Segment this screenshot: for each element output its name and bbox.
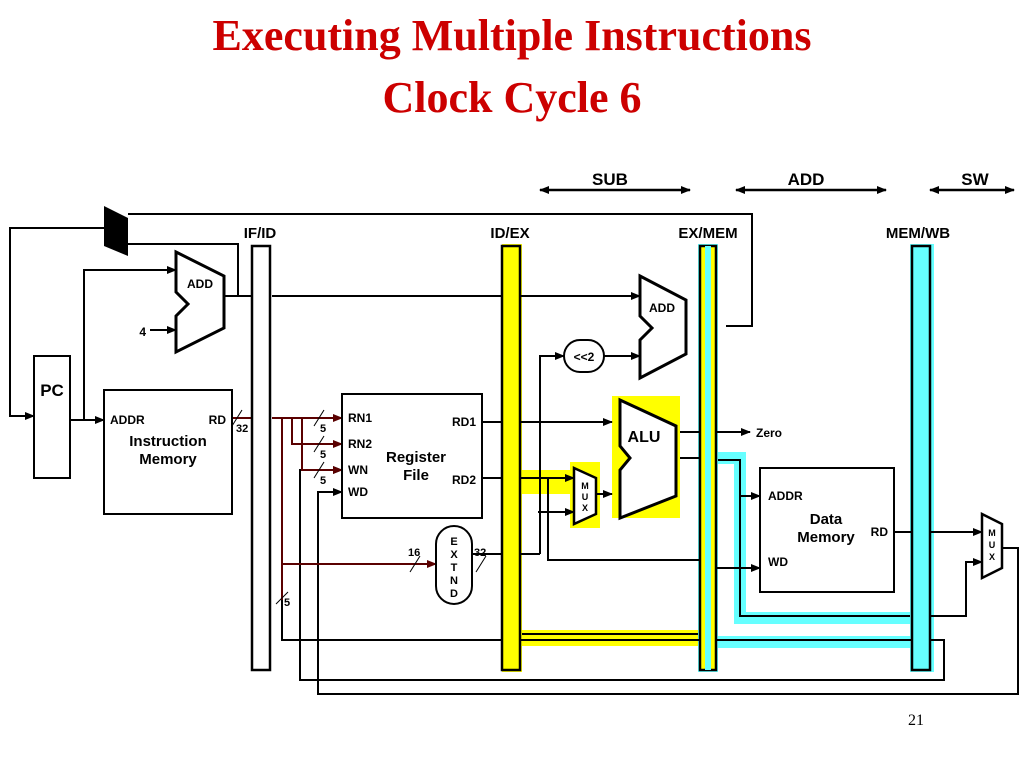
regfile-rd2: RD2	[452, 473, 476, 487]
extend-letter-3: T	[451, 562, 458, 574]
writeback-mux: M U X	[980, 511, 1004, 581]
regfile-wd: WD	[348, 485, 368, 499]
pc-register: PC	[33, 355, 71, 479]
stage-add-label: ADD	[788, 170, 825, 189]
alu-label: ALU	[628, 429, 661, 446]
pc-label: PC	[40, 381, 64, 400]
regfile-wn: WN	[348, 463, 368, 477]
bus-width-5c: 5	[320, 475, 326, 487]
alu-mux-letter-1: M	[581, 481, 589, 491]
bus-width-32a: 32	[236, 423, 248, 435]
wb-mux-letter-2: U	[989, 540, 996, 550]
regfile-rn1: RN1	[348, 411, 372, 425]
regfile-rn2: RN2	[348, 437, 372, 451]
stage-sw: SW	[929, 170, 1015, 194]
bus-width-5a: 5	[320, 423, 326, 435]
dmem-title-1: Data	[810, 511, 843, 528]
stage-add: ADD	[735, 170, 887, 194]
alu-mux-letter-3: X	[582, 503, 588, 513]
constant-four: 4	[139, 325, 146, 339]
register-file: RN1 RN2 WN WD RD1 RD2 Register File	[341, 393, 483, 519]
extend-letter-1: E	[450, 536, 457, 548]
imem-rd-label: RD	[209, 413, 227, 427]
dmem-wd-label: WD	[768, 555, 788, 569]
stage-sub-label: SUB	[592, 170, 628, 189]
exmem-label: EX/MEM	[678, 225, 737, 242]
extend-letter-2: X	[450, 549, 458, 561]
alu-mux: M U X	[572, 466, 598, 526]
stage-sw-label: SW	[961, 170, 989, 189]
imem-title-2: Memory	[139, 451, 197, 468]
dmem-title-2: Memory	[797, 529, 855, 546]
wb-mux-letter-1: M	[988, 528, 996, 538]
extend-letter-5: D	[450, 588, 458, 600]
shift-label: <<2	[574, 350, 595, 364]
dmem-rd-label: RD	[871, 525, 889, 539]
branch-adder: ADD	[638, 273, 688, 381]
stage-sub: SUB	[539, 170, 691, 194]
instruction-bus	[232, 414, 437, 600]
slide-title: Executing Multiple Instructions	[212, 11, 812, 60]
memwb-label: MEM/WB	[886, 225, 950, 242]
branch-adder-label: ADD	[649, 301, 675, 315]
bus-width-32b: 32	[474, 547, 486, 559]
bus-width-5d: 5	[284, 597, 290, 609]
pc-adder: ADD	[174, 249, 226, 355]
extend-letter-4: N	[450, 575, 458, 587]
datapath-wires	[9, 213, 1019, 695]
instruction-memory: ADDR RD Instruction Memory	[103, 389, 233, 515]
sign-extend: E X T N D	[435, 525, 473, 605]
pc-adder-label: ADD	[187, 277, 213, 291]
wb-mux-letter-3: X	[989, 552, 995, 562]
regfile-title-2: File	[403, 467, 429, 484]
zero-label: Zero	[756, 426, 782, 440]
bus-slashes	[231, 409, 487, 605]
regfile-title-1: Register	[386, 449, 446, 466]
pc-mux	[104, 206, 128, 256]
bus-width-16: 16	[408, 547, 420, 559]
data-memory: ADDR WD RD Data Memory	[759, 467, 895, 593]
idex-register	[500, 244, 522, 672]
add-highlight	[698, 244, 934, 672]
page-number: 21	[908, 712, 924, 729]
bus-width-5b: 5	[320, 449, 326, 461]
bus-width-labels: 32 5 5 5 16 32 5	[236, 423, 486, 609]
ifid-register	[250, 244, 272, 672]
memwb-register	[910, 244, 932, 672]
idex-label: ID/EX	[490, 225, 529, 242]
alu: ALU	[618, 397, 678, 521]
shift-left-2: <<2	[563, 339, 605, 373]
dmem-addr-label: ADDR	[768, 489, 803, 503]
ifid-label: IF/ID	[244, 225, 277, 242]
slide-subtitle: Clock Cycle 6	[382, 73, 642, 122]
alu-mux-letter-2: U	[582, 492, 589, 502]
imem-title-1: Instruction	[129, 433, 207, 450]
imem-addr-label: ADDR	[110, 413, 145, 427]
regfile-rd1: RD1	[452, 415, 476, 429]
